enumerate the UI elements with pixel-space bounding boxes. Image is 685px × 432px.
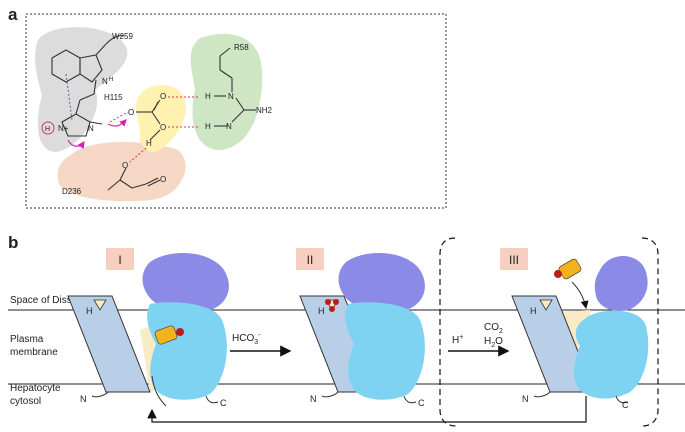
bicarbonate-highlight: [135, 84, 186, 152]
histidine-structure: [61, 79, 103, 137]
panel-b-label: b: [8, 233, 18, 252]
state-iii-entry-arrow: [571, 281, 589, 309]
state-iii-c-tail: [615, 395, 629, 404]
step2-co2: CO2: [484, 322, 503, 335]
state-ii: II H N C: [296, 248, 425, 408]
state-i-substrate-dot: [176, 328, 184, 336]
region-cytosol: cytosol: [10, 396, 41, 407]
state-iii-bracket-right: [641, 237, 659, 427]
bicarb-o2: O: [160, 92, 166, 101]
arginine-structure: [214, 47, 256, 127]
trp-h-label: H: [109, 77, 113, 83]
step1-ion: HCO3-: [232, 332, 261, 346]
panel-a-label: a: [8, 5, 18, 24]
trp-n-label: N: [102, 77, 108, 86]
state-iii-n-tail: [533, 391, 551, 398]
state-i: I H N C: [67, 248, 229, 408]
region-hepatocyte: Hepatocyte: [10, 383, 61, 394]
proton-highlight-circle: [41, 121, 55, 135]
region-membrane: membrane: [10, 347, 58, 358]
asp-highlight: [57, 142, 186, 202]
residue-w259: W259: [112, 32, 133, 41]
state-ii-c-tail: [403, 395, 417, 404]
state-ii-pocket-h: H: [318, 306, 325, 316]
state-i-n-tail: [91, 391, 109, 398]
state-ii-box: [296, 248, 324, 270]
asp-o2: O: [160, 175, 166, 184]
state-i-pocket-h: H: [86, 306, 93, 316]
state-iii-label: III: [509, 253, 519, 267]
state-ii-bicarb-o1: [325, 299, 331, 305]
state-iii-substrate-dot: [554, 270, 562, 278]
bicarb-oh-bond: [149, 129, 161, 141]
state-ii-n-tail: [321, 391, 339, 398]
region-plasma: Plasma: [10, 334, 44, 345]
his-n-plus-label: N+: [58, 124, 69, 133]
his-h-label: H: [45, 126, 50, 133]
panel-a-frame: [25, 13, 447, 209]
aspartate-structure: [107, 167, 161, 191]
state-i-label: I: [118, 253, 121, 267]
state-ii-label: II: [307, 253, 314, 267]
state-i-substrate: [154, 325, 178, 345]
arg-h2: H: [205, 122, 211, 131]
trp-highlight: [35, 27, 128, 153]
cycle-return-arrow: [147, 396, 587, 423]
state-i-c: C: [220, 398, 227, 408]
bicarb-o1: O: [128, 108, 134, 117]
state-iii-pocket: [539, 299, 553, 311]
state-iii-pocket-h: H: [530, 306, 537, 316]
region-space-of-disse: Space of Disse: [10, 295, 78, 306]
state-iii: III H N C: [500, 248, 649, 410]
arg-n2: N: [226, 122, 232, 131]
state-iii-protein-body: [573, 310, 649, 399]
state-ii-c: C: [418, 398, 425, 408]
bicarb-h: H: [146, 139, 152, 148]
state-ii-protein-body: [345, 302, 425, 400]
state-i-n: N: [80, 394, 87, 404]
residue-d236: D236: [62, 187, 82, 196]
residue-h115: H115: [104, 93, 123, 102]
asp-o1: O: [122, 161, 128, 170]
state-iii-substrate: [558, 258, 582, 280]
state-i-box: [106, 248, 134, 270]
arg-h1: H: [205, 92, 211, 101]
state-i-c-tail: [205, 395, 219, 404]
state-iii-box: [500, 248, 528, 270]
state-i-protein-body: [147, 302, 227, 400]
state-i-exit-arrow: [151, 375, 167, 407]
bicarb-o3: O: [160, 123, 166, 132]
arg-highlight: [190, 33, 263, 151]
bicarbonate-structure: [136, 99, 161, 125]
electron-arrow-2: [107, 119, 127, 127]
state-i-pocket: [93, 299, 107, 311]
state-ii-n: N: [310, 394, 317, 404]
state-iii-c: C: [622, 400, 629, 410]
hydrogen-bonds: [109, 96, 200, 163]
state-ii-protein-top: [338, 252, 425, 312]
residue-r58: R58: [234, 43, 249, 52]
electron-arrow-1: [67, 139, 85, 149]
tryptophan-structure: [51, 34, 125, 83]
arg-nh2: NH2: [256, 106, 273, 115]
state-i-protein-top: [142, 252, 229, 312]
step2-proton: H+: [452, 334, 463, 346]
state-iii-n: N: [522, 394, 529, 404]
step2-water: H2O: [484, 336, 503, 349]
state-i-scaffold: [67, 295, 151, 393]
state-ii-bicarb-o2: [333, 299, 339, 305]
state-ii-bicarb-o3: [329, 306, 335, 312]
state-iii-bracket-left: [439, 237, 457, 427]
arg-n1: N: [228, 92, 234, 101]
state-iii-protein-top: [594, 255, 648, 312]
his-n-label: N: [88, 124, 94, 133]
